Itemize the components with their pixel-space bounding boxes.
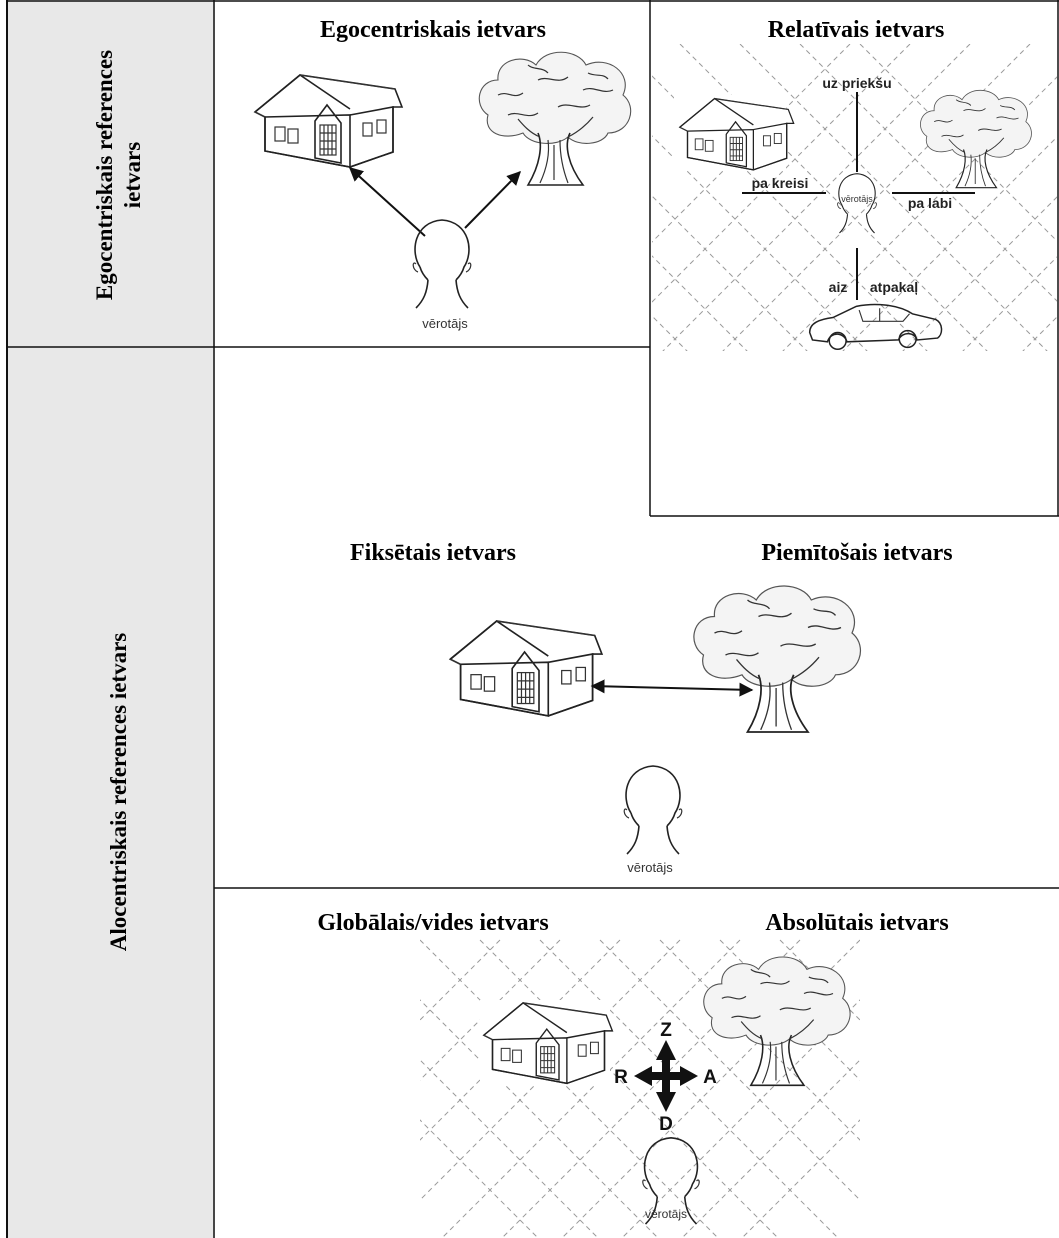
observer-label: vērotājs xyxy=(422,316,468,331)
panel-title-relative: Relatīvais ietvars xyxy=(768,17,945,43)
global-lattice xyxy=(420,939,860,1238)
arrow-to-house xyxy=(348,167,426,237)
panel-title-absolute: Absolūtais ietvars xyxy=(765,910,948,936)
panel-egocentric: Egocentriskais ietvars vērotājs xyxy=(254,17,632,331)
car-icon xyxy=(808,303,943,351)
panel-relative: Relatīvais ietvars vērotājs uz priekšu p… xyxy=(652,17,1057,351)
panel-global: Globālais/vides ietvars Absolūtais ietva… xyxy=(317,910,949,1238)
observer-label: vērotājs xyxy=(645,1207,687,1221)
row-header-column xyxy=(7,0,215,1238)
panel-title-intrinsic: Piemītošais ietvars xyxy=(761,540,952,566)
compass-north: Z xyxy=(660,1020,672,1041)
panel-title-fixed: Fiksētais ietvars xyxy=(350,540,516,566)
table-borders xyxy=(6,0,1059,1238)
compass-arrows-icon xyxy=(634,1040,698,1112)
house-icon xyxy=(449,620,603,717)
label-right: pa labi xyxy=(908,195,952,211)
row-header-egocentric-line1-text: Egocentriskais references xyxy=(92,50,117,300)
tree-icon xyxy=(702,956,851,1087)
arrow-to-tree xyxy=(464,171,521,229)
tree-icon xyxy=(478,51,632,186)
row-header-egocentric-line2-text: ietvars xyxy=(120,142,145,208)
house-icon xyxy=(254,74,403,168)
label-left: pa kreisi xyxy=(752,175,809,191)
panel-fixed: Fiksētais ietvars Piemītošais ietvars vē… xyxy=(350,540,953,875)
tree-icon xyxy=(693,585,862,733)
panel-title-egocentric: Egocentriskais ietvars xyxy=(320,17,546,43)
observer-label: vērotājs xyxy=(627,860,673,875)
row-header-allocentric-text: Alocentriskais references ietvars xyxy=(106,633,131,952)
panel-title-global: Globālais/vides ietvars xyxy=(317,910,548,936)
compass-south: D xyxy=(659,1114,673,1135)
compass-west: R xyxy=(614,1067,628,1088)
observer-label: vērotājs xyxy=(841,194,873,204)
label-front: uz priekšu xyxy=(822,75,891,91)
head-icon xyxy=(623,765,683,855)
arrow-house-tree xyxy=(590,679,754,697)
label-behind-1: aiz xyxy=(829,279,848,295)
compass-east: A xyxy=(703,1067,717,1088)
tree-icon xyxy=(919,89,1033,189)
label-behind-2: atpakaļ xyxy=(870,279,918,295)
